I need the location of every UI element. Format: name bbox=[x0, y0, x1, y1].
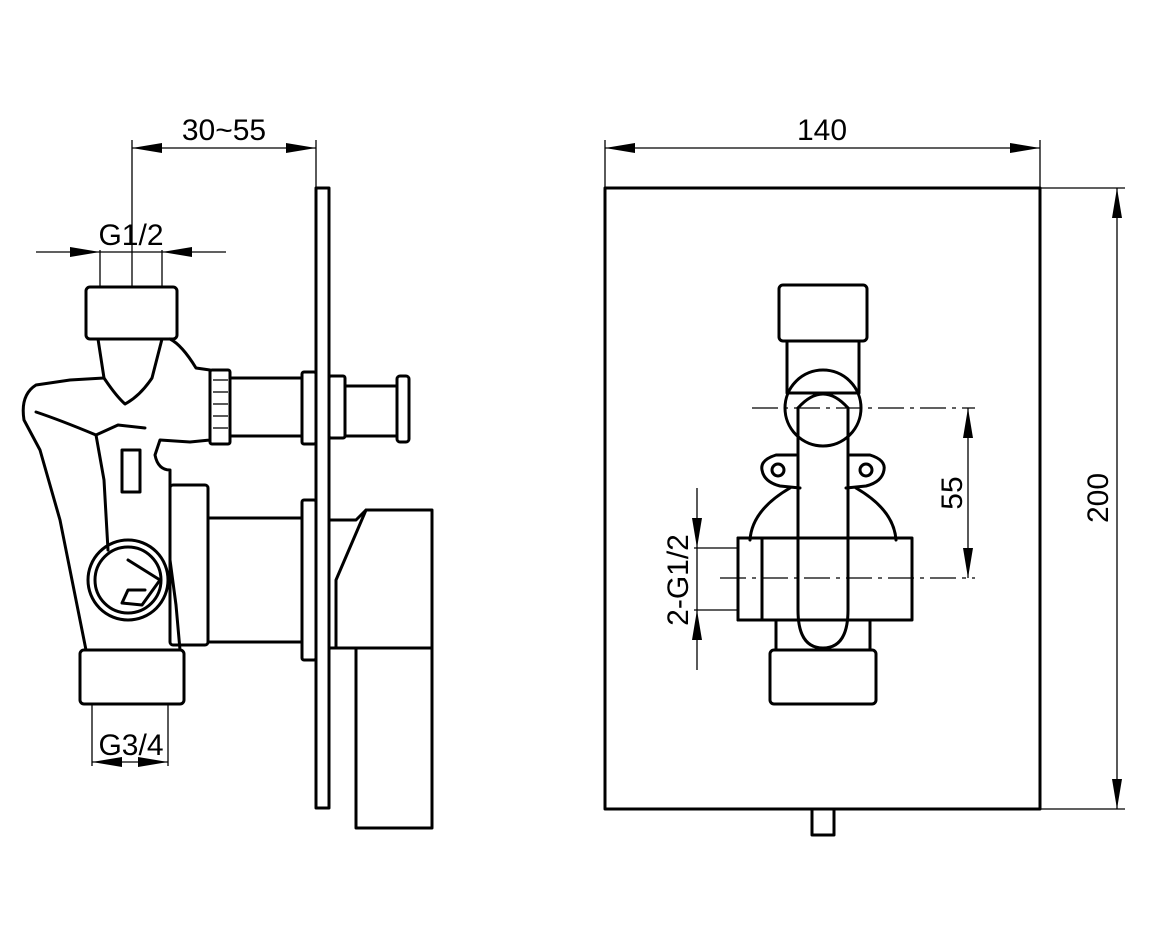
side-outlet bbox=[86, 538, 170, 622]
central-tube bbox=[796, 406, 850, 650]
dim-depth-label: 30~55 bbox=[182, 114, 266, 147]
body-window bbox=[120, 448, 142, 494]
lever-handle bbox=[327, 508, 434, 830]
dim-width-label: 140 bbox=[797, 114, 847, 147]
front-top-nut bbox=[777, 283, 869, 343]
side-view: 30~55 G1/2 G3/4 bbox=[21, 114, 434, 830]
dim-outlet-thread-label: 2-G1/2 bbox=[662, 534, 695, 626]
dim-bottom-thread-label: G3/4 bbox=[98, 729, 163, 762]
wall-plate bbox=[314, 186, 331, 810]
bottom-inlet-nut bbox=[78, 648, 186, 706]
valve-body bbox=[21, 337, 212, 652]
spindle bbox=[343, 384, 399, 438]
mounting-ears bbox=[760, 453, 802, 490]
front-body bbox=[736, 536, 914, 622]
top-inlet-nut bbox=[84, 285, 179, 341]
dim-outlet-spacing-label: 55 bbox=[936, 476, 969, 509]
front-view: 140 200 55 2-G1/2 bbox=[603, 114, 1125, 837]
bottom-stub bbox=[810, 807, 836, 837]
dim-top-thread-label: G1/2 bbox=[98, 219, 163, 252]
front-bottom-nut bbox=[768, 648, 878, 706]
dim-height-label: 200 bbox=[1082, 473, 1115, 523]
cover-plate bbox=[603, 186, 1042, 811]
